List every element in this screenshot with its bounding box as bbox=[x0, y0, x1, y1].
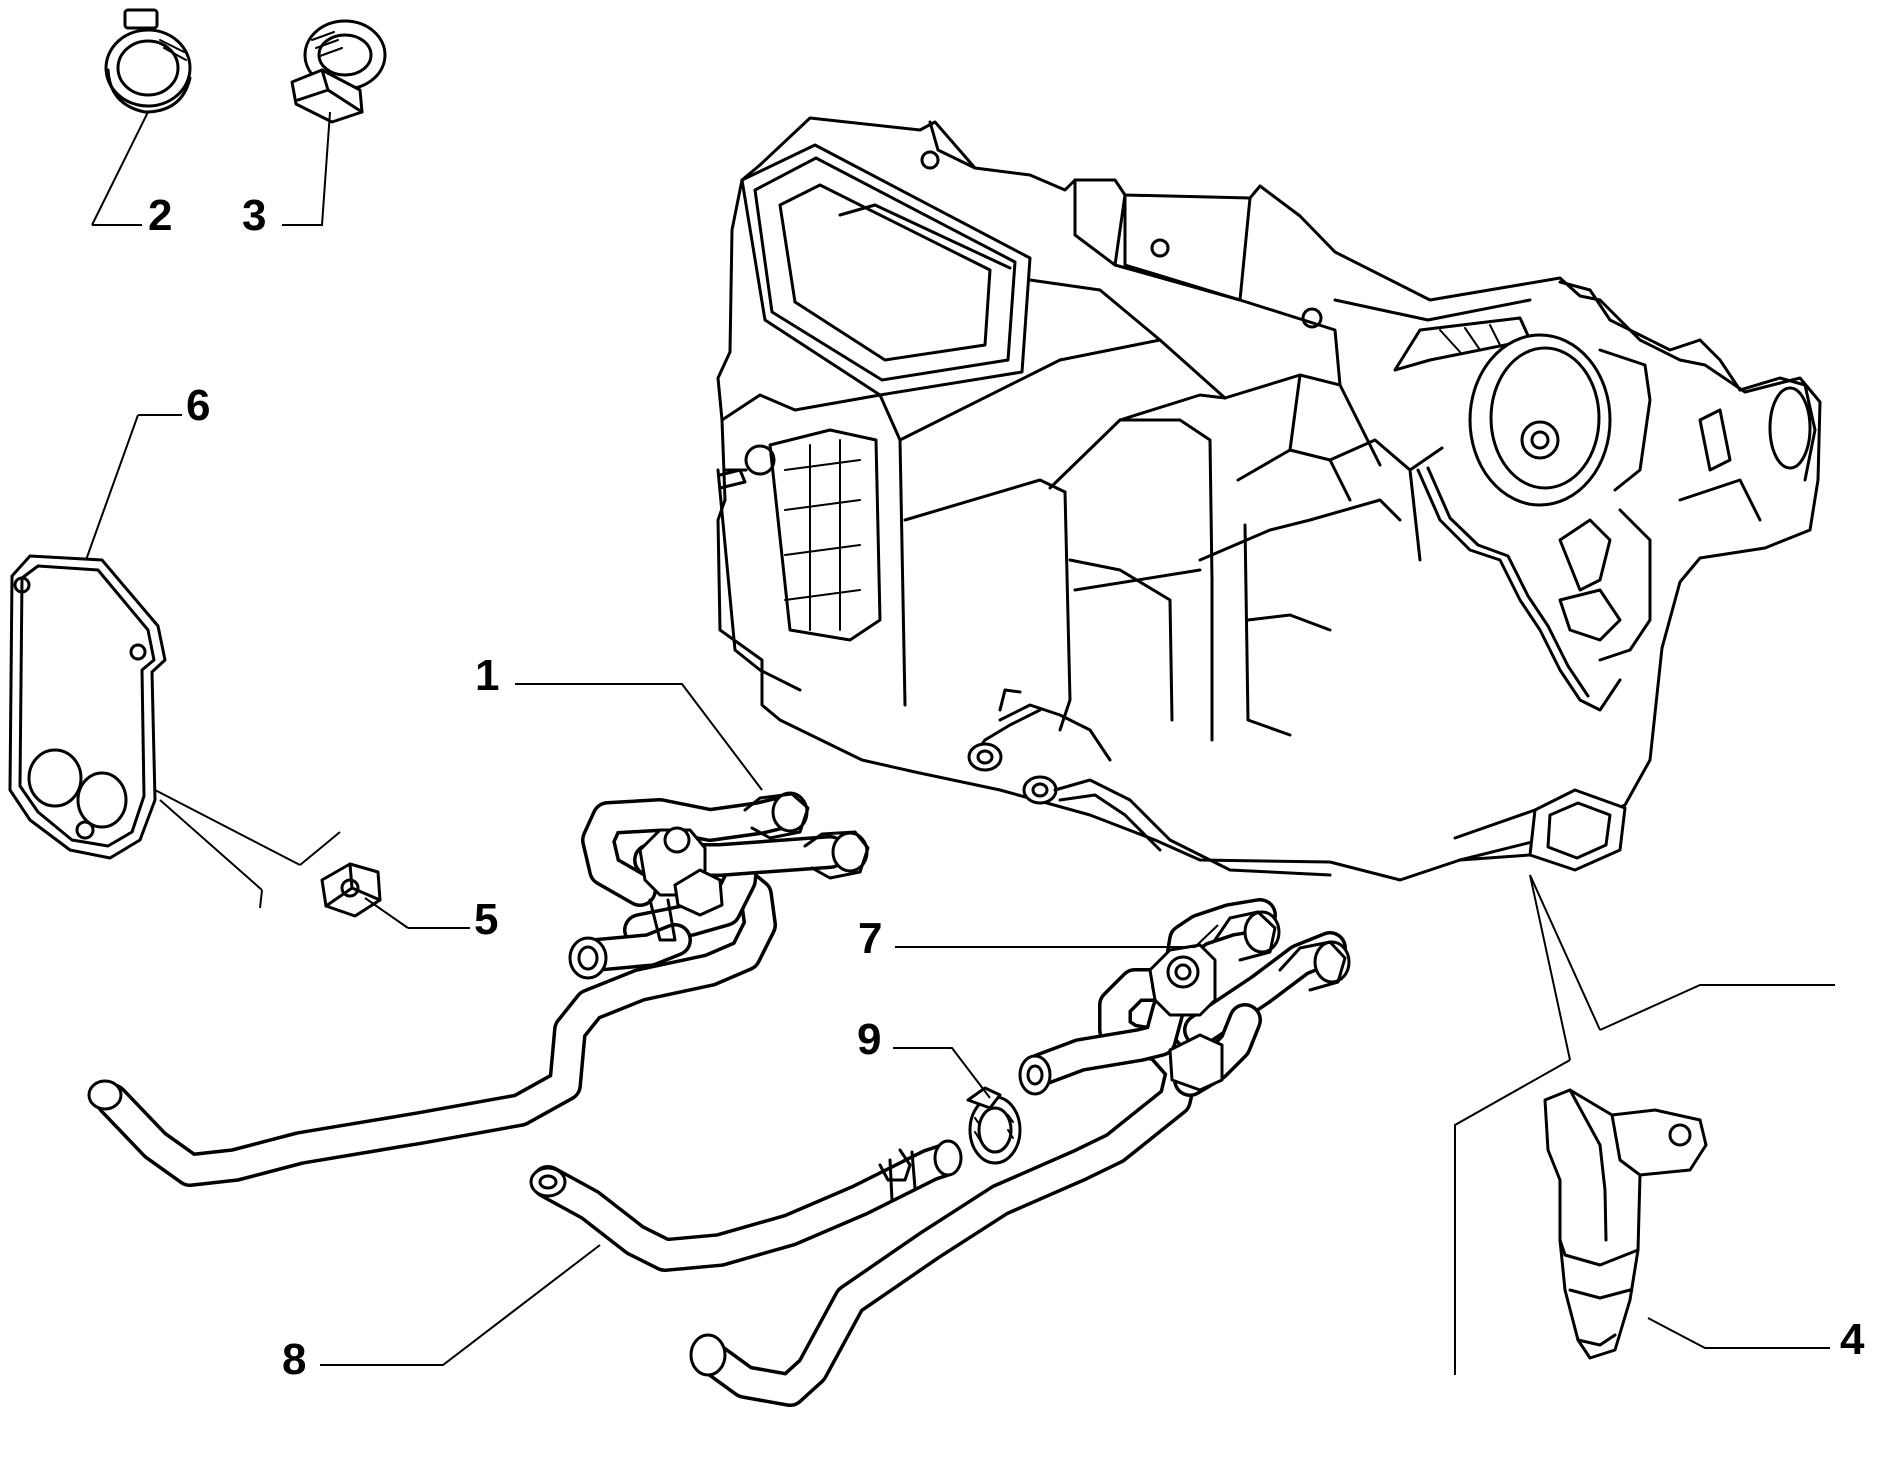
part-6-gasket[interactable] bbox=[8, 554, 167, 860]
callout-9: 9 bbox=[857, 1015, 881, 1064]
callout-1: 1 bbox=[475, 651, 499, 700]
heater-housing bbox=[716, 116, 1822, 882]
callout-6: 6 bbox=[186, 381, 210, 430]
part-4-drain-elbow[interactable] bbox=[1543, 1088, 1708, 1360]
callout-labels: 2 3 6 1 5 7 9 8 4 bbox=[148, 191, 1865, 1384]
part-1-hose-assembly[interactable] bbox=[87, 791, 870, 1187]
part-3-screw-clamp[interactable] bbox=[290, 19, 387, 124]
part-2-hose-clamp[interactable] bbox=[104, 8, 192, 114]
leader-lines bbox=[85, 111, 1835, 1375]
part-5-nut[interactable] bbox=[320, 862, 382, 918]
callout-8: 8 bbox=[282, 1335, 306, 1384]
callout-3: 3 bbox=[242, 191, 266, 240]
part-8-connecting-hose[interactable] bbox=[529, 1139, 963, 1272]
callout-5: 5 bbox=[474, 895, 498, 944]
part-9-clamp[interactable] bbox=[966, 1086, 1022, 1165]
callout-4: 4 bbox=[1840, 1315, 1865, 1364]
callout-2: 2 bbox=[148, 191, 172, 240]
part-7-hose-assembly[interactable] bbox=[689, 898, 1351, 1407]
callout-7: 7 bbox=[858, 914, 882, 963]
